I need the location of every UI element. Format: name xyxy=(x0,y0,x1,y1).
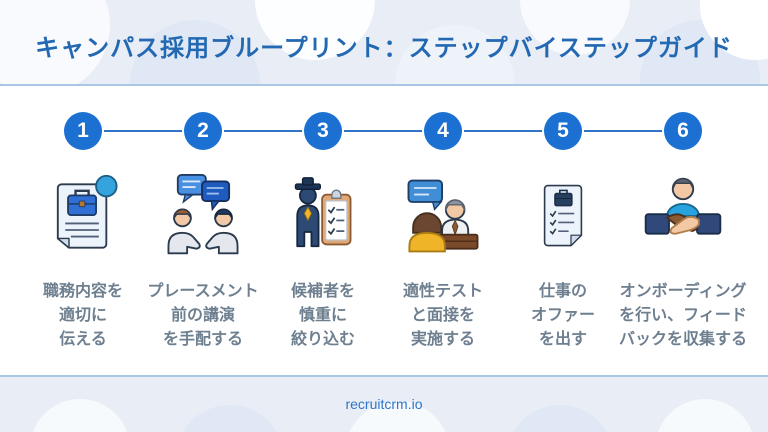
step-number-badge: 4 xyxy=(424,112,462,150)
step-label: 職務内容を 適切に 伝える xyxy=(42,283,123,348)
step-column-2: 2 xyxy=(143,112,263,352)
page-title: キャンパス採用ブループリント：ステップバイステップガイド xyxy=(35,35,733,62)
step-number-badge: 5 xyxy=(544,112,582,150)
step-number-badge: 3 xyxy=(304,112,342,150)
shortlist-graduate-checklist-icon xyxy=(283,166,363,266)
steps-area: 1 職務内容を 適切に 伝える xyxy=(0,86,768,377)
step-column-6: 6 オンボーディング を行い、フィード バックを収集する xyxy=(619,112,747,352)
step-label: プレースメント 前の講演 を手配する xyxy=(147,283,259,348)
step-column-1: 1 職務内容を 適切に 伝える xyxy=(23,112,143,352)
brand-link[interactable]: recruitcrm.io xyxy=(345,396,423,412)
step-column-3: 3 xyxy=(263,112,383,352)
step-number-badge: 2 xyxy=(184,112,222,150)
step-label: 候補者を 慎重に 絞り込む xyxy=(290,283,355,348)
step-label: 仕事の オファー を出す xyxy=(530,283,595,348)
step-number-badge: 1 xyxy=(64,112,102,150)
step-label: 適性テスト と面接を 実施する xyxy=(402,283,483,348)
timeline-connector xyxy=(83,130,683,132)
interview-icon xyxy=(401,166,485,266)
step-label: オンボーディング を行い、フィード バックを収集する xyxy=(619,283,748,348)
header-deco-circle xyxy=(0,0,110,84)
step-column-5: 5 仕事の オファー を出す xyxy=(503,112,623,352)
step-column-4: 4 適性テスト と面接を xyxy=(383,112,503,352)
job-offer-letter-icon xyxy=(527,166,599,266)
step-number-badge: 6 xyxy=(664,112,702,150)
steps-row: 1 職務内容を 適切に 伝える xyxy=(0,86,768,352)
onboarding-handshake-icon xyxy=(641,166,725,266)
job-description-document-icon xyxy=(41,166,125,266)
pre-placement-talk-icon xyxy=(161,166,245,266)
header-band: キャンパス採用ブループリント：ステップバイステップガイド xyxy=(0,0,768,86)
footer-band: recruitcrm.io xyxy=(0,377,768,432)
